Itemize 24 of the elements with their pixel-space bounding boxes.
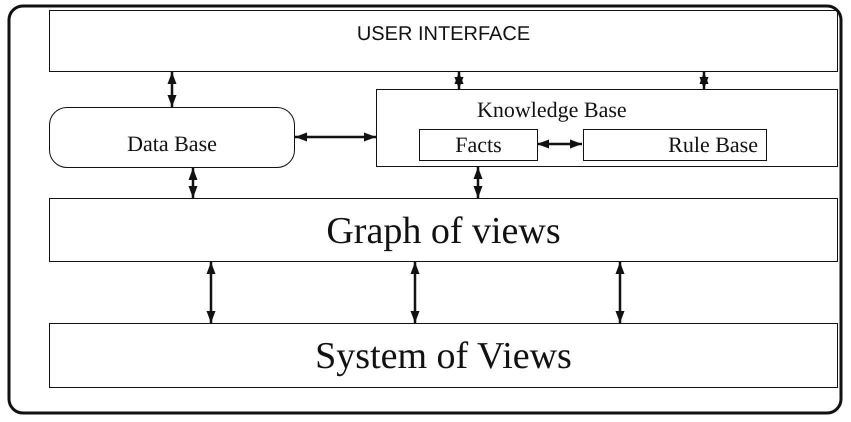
double-arrow	[616, 262, 624, 323]
component-box	[49, 107, 295, 168]
sub-component-box	[419, 129, 538, 161]
box-label: Rule Base	[668, 132, 758, 158]
component-box	[49, 323, 838, 388]
double-arrow	[168, 72, 176, 107]
double-arrow	[474, 167, 482, 198]
double-arrow	[410, 262, 420, 323]
box-label: System of Views	[315, 334, 572, 378]
double-arrow	[537, 140, 582, 148]
component-box	[49, 198, 838, 262]
box-label: Data Base	[127, 131, 217, 157]
component-box	[376, 89, 838, 167]
box-label: Facts	[455, 132, 502, 158]
component-box	[49, 10, 838, 72]
sub-component-box	[583, 129, 767, 161]
box-label: Knowledge Base	[477, 97, 627, 123]
box-label: Graph of views	[326, 209, 561, 253]
double-arrow	[454, 72, 464, 89]
double-arrow	[188, 168, 198, 198]
double-arrow	[295, 132, 376, 142]
double-arrow	[700, 72, 708, 89]
double-arrow	[206, 262, 216, 323]
box-label: USER INTERFACE	[356, 23, 530, 46]
